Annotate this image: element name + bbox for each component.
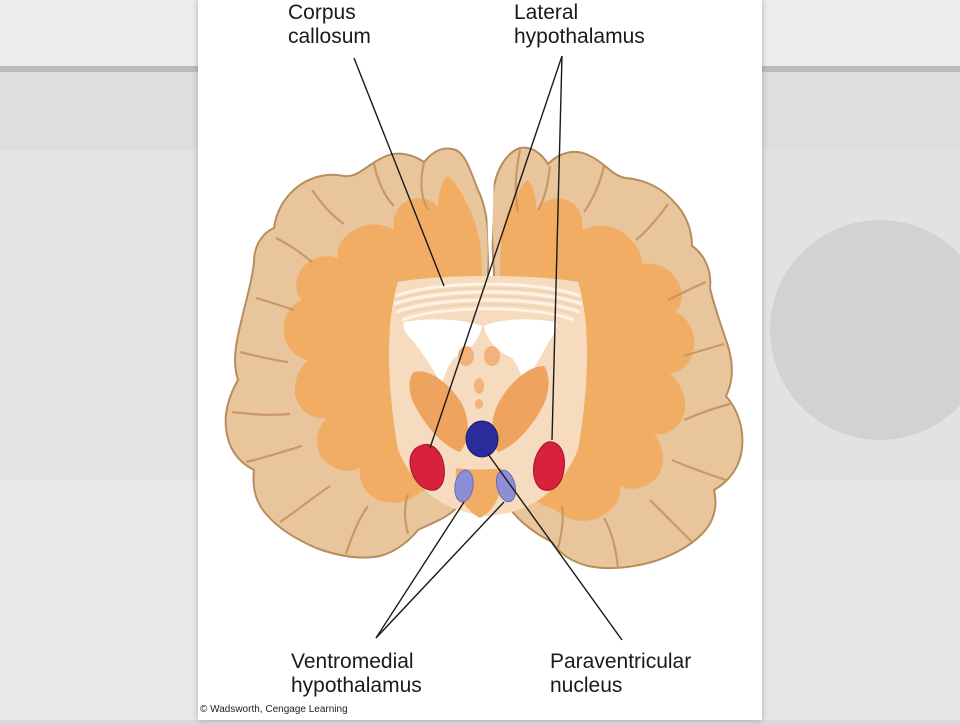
- corpus-callosum-fibers: [393, 282, 583, 322]
- basal-ganglia-left: [409, 371, 468, 452]
- label-ventromedial-hypothalamus: Ventromedial hypothalamus: [291, 650, 422, 698]
- paraventricular-nucleus: [465, 420, 499, 458]
- leader-line-lateral-left: [429, 55, 563, 449]
- label-lateral-hypothalamus-line2: hypothalamus: [514, 25, 645, 48]
- label-ventromedial-hypothalamus-line2: hypothalamus: [291, 674, 422, 697]
- lateral-ventricle-left: [403, 319, 482, 384]
- label-lateral-hypothalamus-line1: Lateral: [514, 1, 579, 24]
- label-paraventricular-nucleus-line1: Paraventricular: [550, 650, 692, 673]
- basal-ganglia-right: [492, 366, 549, 452]
- leader-line-ventromedial-right: [375, 501, 505, 639]
- lateral-ventricle-right: [484, 319, 557, 384]
- label-ventromedial-hypothalamus-line1: Ventromedial: [291, 650, 414, 673]
- label-corpus-callosum: Corpus callosum: [288, 1, 371, 49]
- label-paraventricular-nucleus: Paraventricular nucleus: [550, 650, 691, 698]
- corpus-callosum-edges: [395, 287, 581, 317]
- brain-figure: Corpus callosum Lateral hypothalamus Ven…: [198, 0, 762, 720]
- leader-line-lateral-right: [551, 55, 563, 441]
- leader-line-ventromedial-left: [375, 501, 465, 639]
- label-lateral-hypothalamus: Lateral hypothalamus: [514, 1, 645, 49]
- ventromedial-hypothalamus-left: [454, 469, 474, 503]
- left-sulci: [231, 161, 429, 555]
- lateral-hypothalamus-right: [533, 441, 565, 491]
- longitudinal-fissure: [487, 150, 494, 282]
- lateral-hypothalamus-left: [409, 444, 445, 491]
- leader-line-corpus-callosum: [353, 57, 445, 287]
- right-sulci: [514, 149, 731, 569]
- label-corpus-callosum-line1: Corpus: [288, 1, 356, 24]
- coronal-brain-section: [224, 55, 744, 641]
- label-paraventricular-nucleus-line2: nucleus: [550, 674, 623, 697]
- leader-line-paraventricular: [487, 453, 623, 641]
- ventromedial-hypothalamus-right: [495, 469, 517, 503]
- label-corpus-callosum-line2: callosum: [288, 25, 371, 48]
- copyright-credit: © Wadsworth, Cengage Learning: [200, 704, 348, 715]
- leader-lines: [353, 55, 623, 641]
